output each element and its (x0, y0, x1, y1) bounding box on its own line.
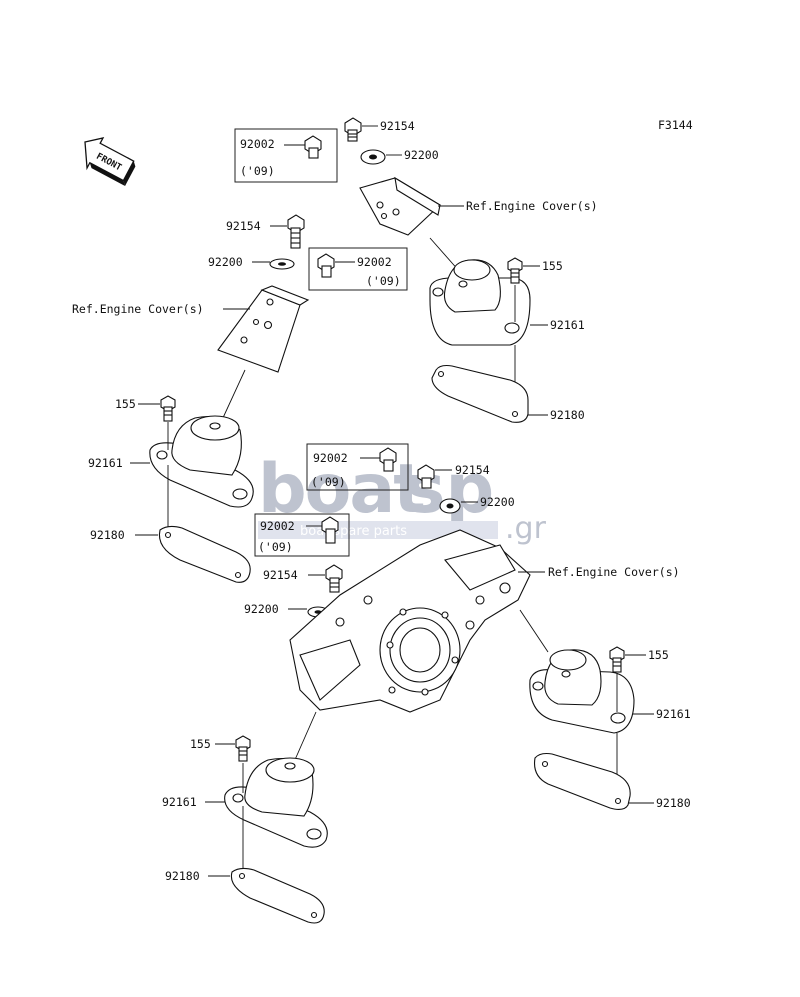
bolt-92002-mid (317, 253, 335, 278)
bolt-92154-upper-right (344, 117, 362, 142)
label-year-lower: ('09) (258, 540, 293, 554)
bolt-92002-lower (321, 516, 339, 544)
svg-text:sp: sp (405, 450, 494, 529)
engine-housing-bracket (289, 529, 531, 713)
label-92200-lower: 92200 (244, 602, 279, 616)
mount-92161-lower-right (529, 649, 635, 734)
mount-92161-lower-left (224, 757, 328, 848)
label-92200-upper-right: 92200 (404, 148, 439, 162)
label-92154-upper-right: 92154 (380, 119, 415, 133)
bolt-92154-lower (325, 564, 343, 593)
label-year-mid: ('09) (366, 274, 401, 288)
figure-code: F3144 (658, 118, 693, 132)
label-92180-lower-right: 92180 (656, 796, 691, 810)
label-92180-upper-left: 92180 (90, 528, 125, 542)
label-92154-center: 92154 (455, 463, 490, 477)
gasket-92180-upper-left (158, 525, 251, 583)
front-arrow-icon: FRONT (84, 137, 136, 186)
bracket-upper-right (359, 176, 441, 236)
label-92154-upper-left: 92154 (226, 219, 261, 233)
label-92002-top: 92002 (240, 137, 275, 151)
label-92161-lower-right: 92161 (656, 707, 691, 721)
label-year-top: ('09) (240, 164, 275, 178)
gasket-92180-upper-right (431, 364, 529, 423)
mount-92161-upper-left (149, 415, 254, 508)
bolt-92002-center (379, 447, 397, 472)
label-year-center: ('09) (311, 475, 346, 489)
bolt-155-upper-right (507, 257, 523, 284)
mount-92161-upper-right (429, 259, 531, 346)
label-92200-center: 92200 (480, 495, 515, 509)
box-92002-lower (254, 513, 350, 557)
label-92002-lower: 92002 (260, 519, 295, 533)
gasket-92180-lower-left (230, 867, 325, 924)
label-92180-lower-left: 92180 (165, 869, 200, 883)
bracket-upper-left (217, 285, 310, 373)
label-92154-lower: 92154 (263, 568, 298, 582)
label-92180-upper-right: 92180 (550, 408, 585, 422)
label-155-upper-right: 155 (542, 259, 563, 273)
bolt-92154-center (417, 464, 435, 489)
box-92002-top (234, 128, 338, 183)
bolt-155-lower-right (609, 646, 625, 673)
gasket-92180-lower-right (533, 752, 631, 811)
bolt-155-upper-left (160, 395, 176, 422)
label-155-upper-left: 155 (115, 397, 136, 411)
label-92161-lower-left: 92161 (162, 795, 197, 809)
label-155-lower-left: 155 (190, 737, 211, 751)
bolt-92002-top (304, 135, 322, 159)
label-155-lower-right: 155 (648, 648, 669, 662)
label-92161-upper-left: 92161 (88, 456, 123, 470)
svg-text:.gr: .gr (505, 511, 547, 546)
label-92002-mid: 92002 (357, 255, 392, 269)
box-92002-mid (308, 247, 408, 291)
bolt-155-lower-left (235, 735, 251, 762)
bolt-92154-upper-left (287, 214, 305, 249)
box-92002-center (306, 443, 409, 491)
label-ref-engine-cover-upper-right: Ref.Engine Cover(s) (466, 199, 598, 213)
label-92161-upper-right: 92161 (550, 318, 585, 332)
label-92200-upper-left: 92200 (208, 255, 243, 269)
label-ref-engine-cover-upper-left: Ref.Engine Cover(s) (72, 302, 204, 316)
label-92002-center: 92002 (313, 451, 348, 465)
label-ref-engine-cover-center: Ref.Engine Cover(s) (548, 565, 680, 579)
